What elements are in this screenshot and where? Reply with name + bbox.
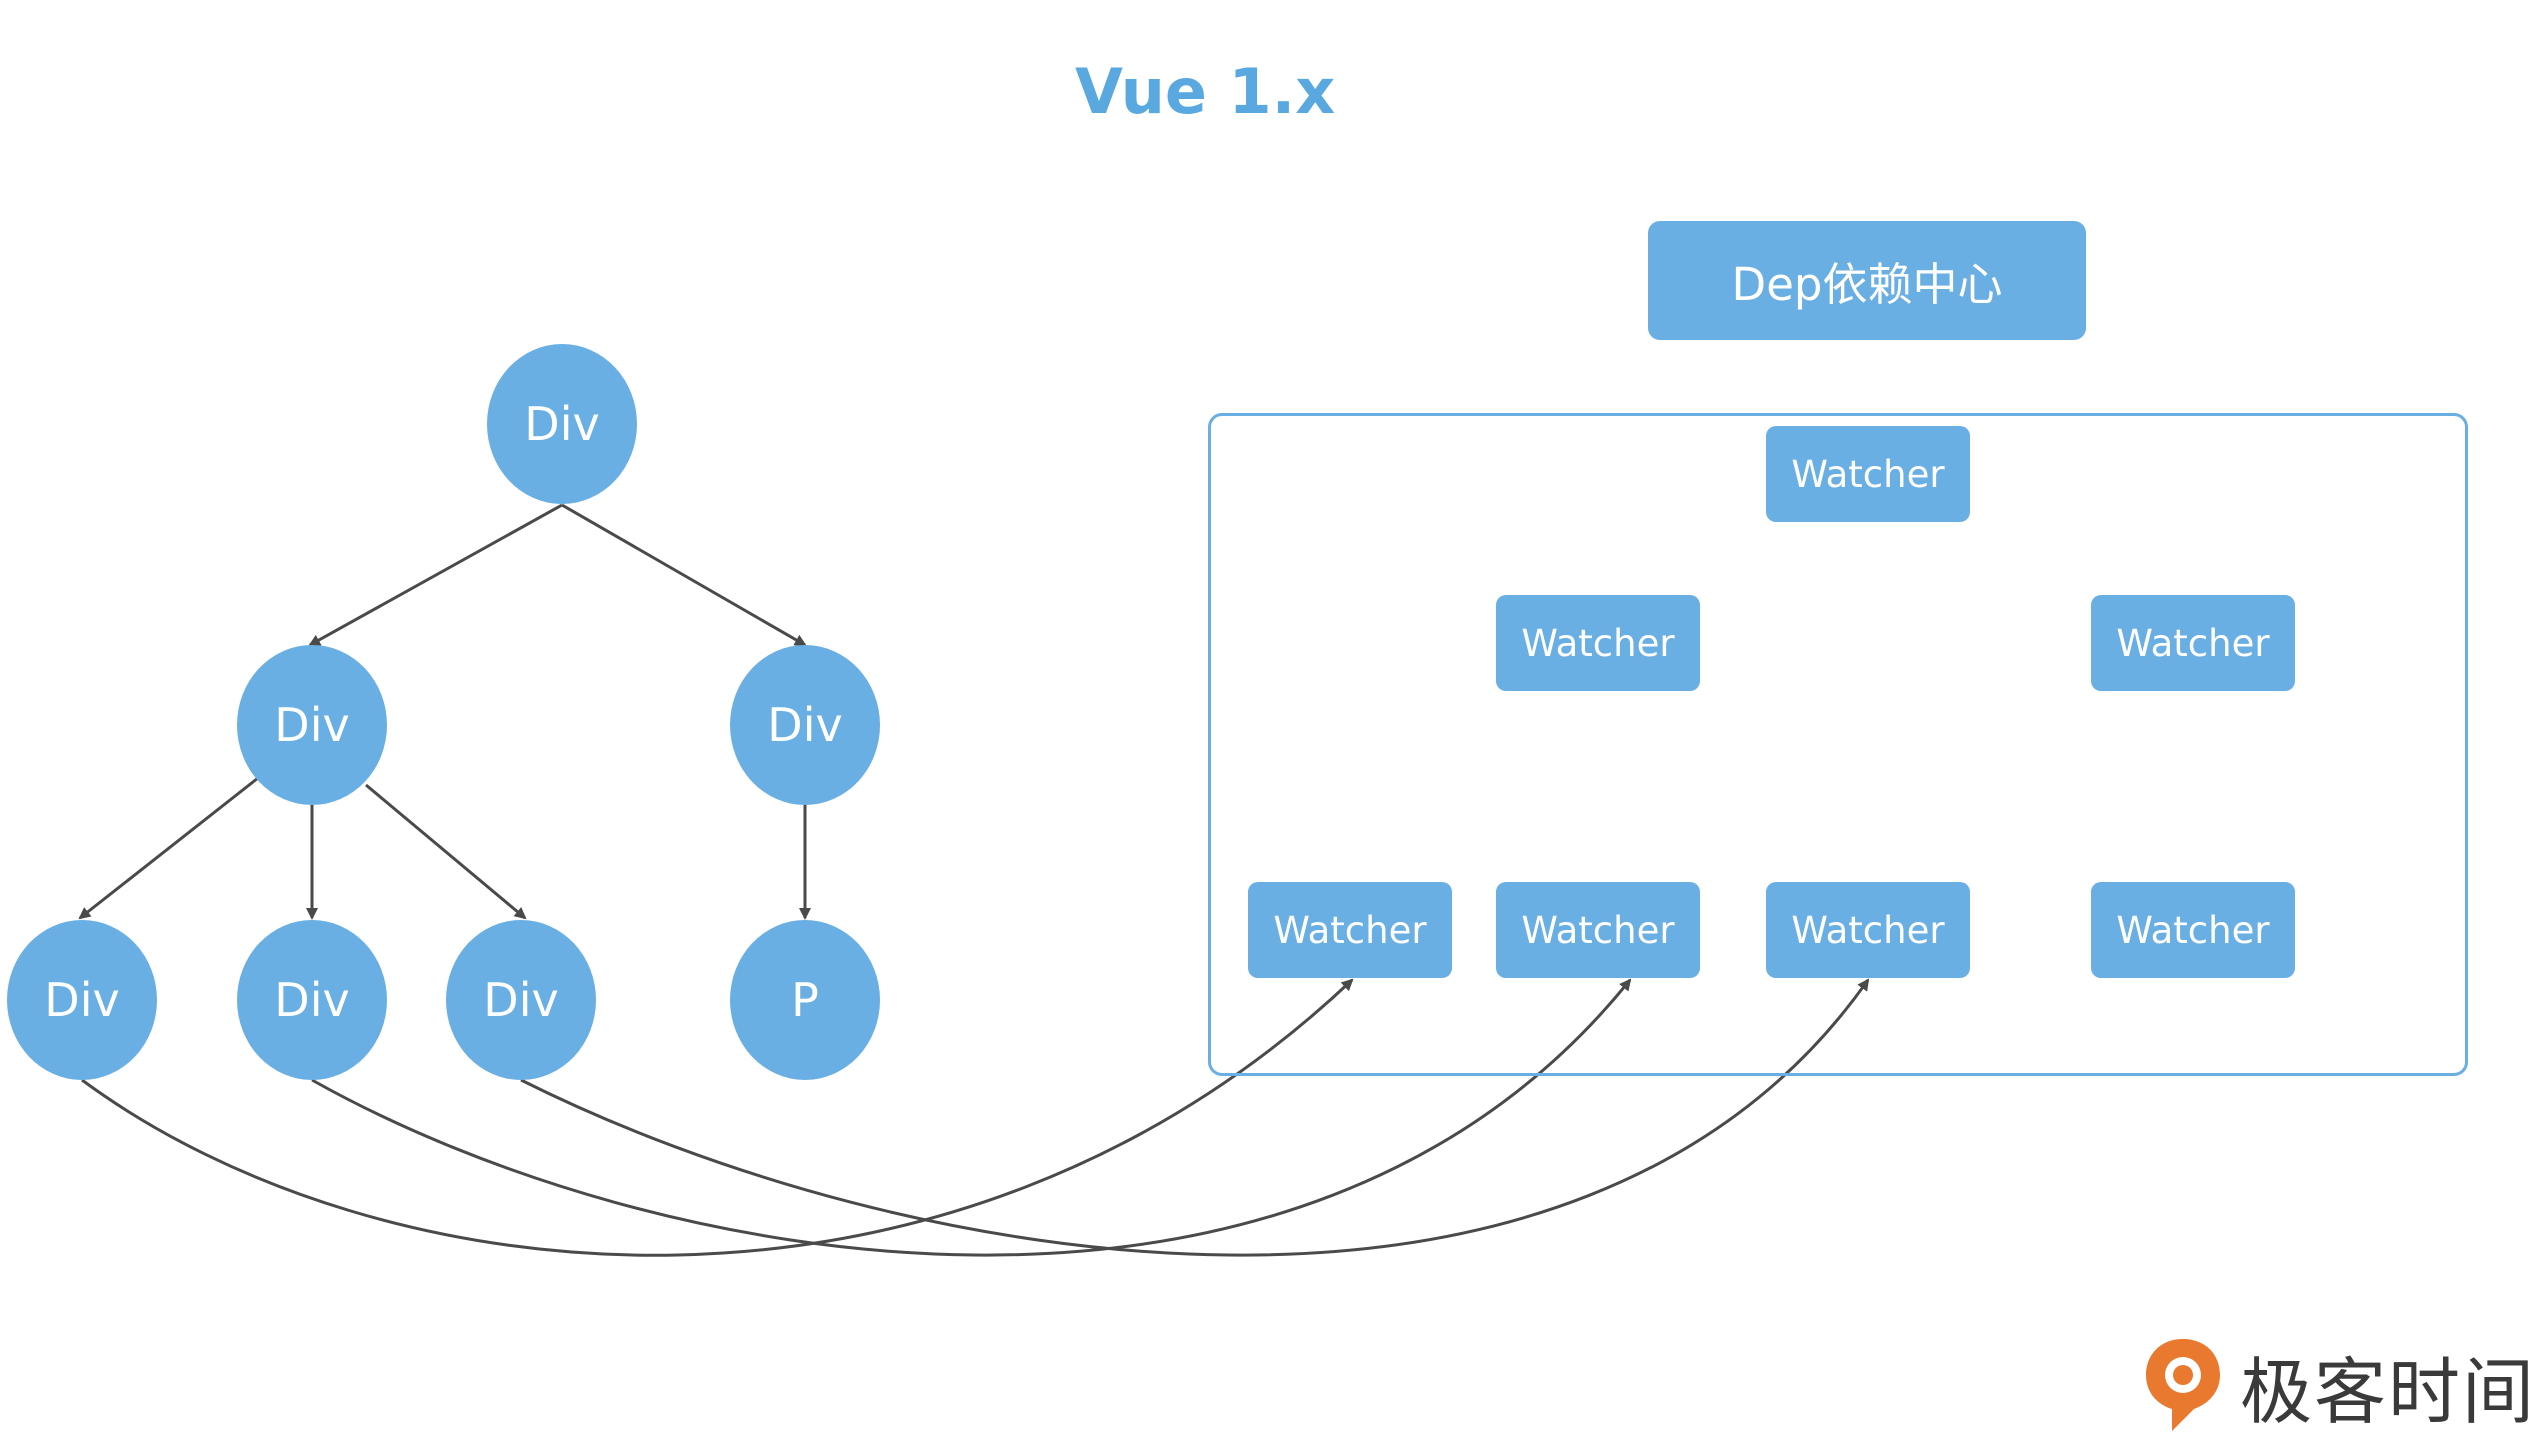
edge-left-leaf3: [365, 783, 527, 920]
curve-leaf1-watcher1: [81, 978, 1354, 1257]
watcher-container: [1208, 413, 2468, 1076]
tree-node-root-div: Div: [487, 344, 637, 504]
curve-leaf3-watcher3: [520, 978, 1870, 1257]
tree-node-leaf-div-3: Div: [446, 920, 596, 1080]
tree-node-left-div: Div: [237, 645, 387, 805]
tree-node-leaf-div-1: Div: [7, 920, 157, 1080]
curve-leaf2-watcher2: [311, 978, 1632, 1257]
dep-center-box: Dep依赖中心: [1648, 221, 2086, 340]
tree-node-leaf-p: P: [730, 920, 880, 1080]
watcher-bottom-1: Watcher: [1248, 882, 1452, 978]
tree-node-leaf-div-2: Div: [237, 920, 387, 1080]
edge-left-leaf1: [78, 776, 259, 920]
watcher-mid-left: Watcher: [1496, 595, 1700, 691]
watcher-mid-right: Watcher: [2091, 595, 2295, 691]
watcher-bottom-4: Watcher: [2091, 882, 2295, 978]
watcher-bottom-3: Watcher: [1766, 882, 1970, 978]
edge-root-right: [561, 503, 807, 647]
watcher-bottom-2: Watcher: [1496, 882, 1700, 978]
geektime-logo: 极客时间: [2140, 1335, 2536, 1435]
tree-node-right-div: Div: [730, 645, 880, 805]
geektime-logo-icon: [2146, 1339, 2220, 1431]
watcher-top: Watcher: [1766, 426, 1970, 522]
geektime-logo-text: 极客时间: [2240, 1349, 2537, 1434]
edge-root-left: [308, 503, 563, 647]
diagram-title: Vue 1.x: [1075, 55, 1336, 128]
